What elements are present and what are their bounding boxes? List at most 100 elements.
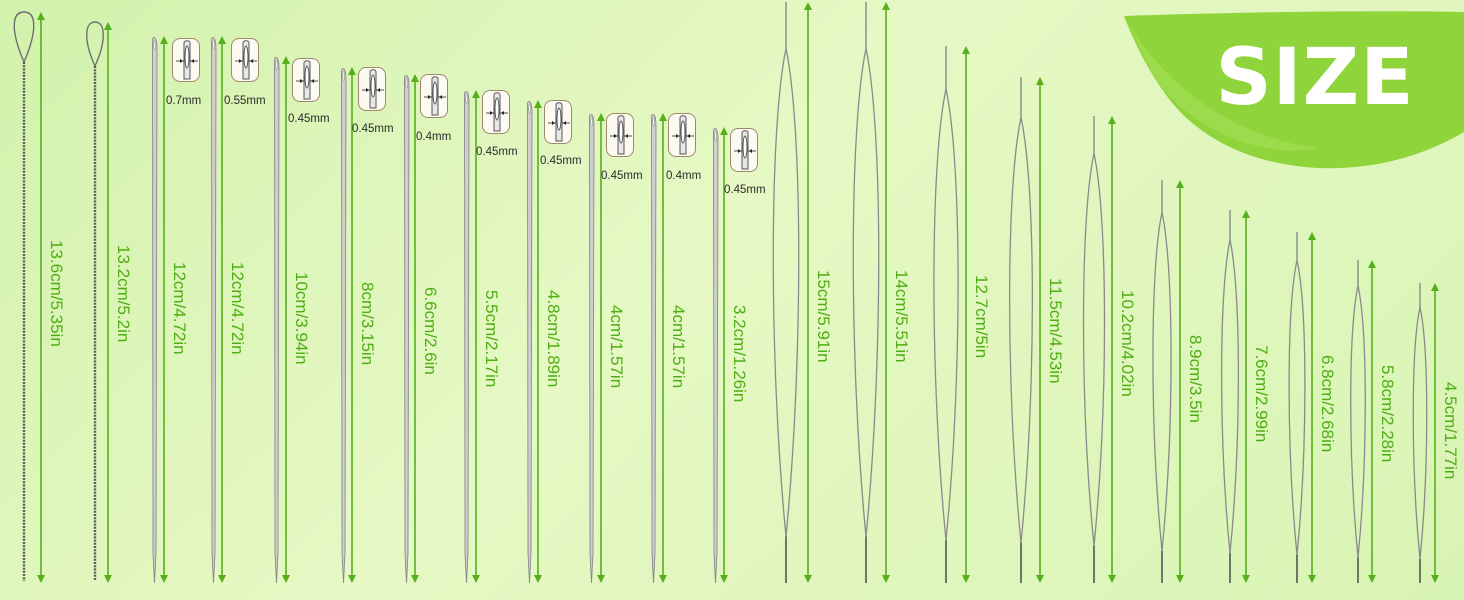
length-label: 8cm/3.15in — [358, 282, 377, 366]
wire-right — [1020, 117, 1034, 543]
length-arrow — [597, 113, 605, 583]
length-label: 4cm/1.57in — [669, 305, 688, 389]
wire-right — [1161, 212, 1172, 551]
sewing-needle — [588, 114, 595, 584]
sewing-needle — [650, 114, 657, 584]
length-label: 10cm/3.94in — [292, 272, 311, 365]
wire-right — [1229, 239, 1240, 554]
eye-detail-box — [544, 100, 572, 144]
eye-detail-box — [606, 113, 634, 157]
needle-shaft — [463, 91, 470, 584]
length-label: 4.8cm/1.89in — [544, 290, 563, 388]
eye-size-label: 0.45mm — [476, 146, 518, 158]
needle-eye — [590, 117, 594, 127]
length-label: 12cm/4.72in — [228, 262, 247, 355]
needle-shaft — [151, 37, 158, 584]
wire-left — [1412, 306, 1421, 560]
length-label: 10.2cm/4.02in — [1118, 290, 1137, 397]
needle-eye — [275, 60, 279, 70]
length-arrow — [882, 2, 890, 583]
wire-right — [1419, 306, 1428, 560]
length-label: 15cm/5.91in — [814, 270, 833, 363]
sewing-needle — [340, 68, 347, 584]
length-arrow — [282, 56, 290, 583]
split-wire-needle — [1008, 77, 1034, 583]
eye-size-label: 0.4mm — [416, 131, 452, 143]
length-label: 8.9cm/3.5in — [1186, 335, 1205, 423]
wire-left — [1350, 285, 1359, 558]
length-arrow — [1431, 283, 1439, 583]
wire-left — [852, 48, 867, 537]
needle-eye — [528, 104, 532, 114]
sewing-needle — [210, 37, 217, 584]
length-arrow — [804, 2, 812, 583]
needle-shaft — [210, 37, 217, 584]
eye-detail-box — [292, 58, 320, 102]
needle-shaft — [403, 75, 410, 584]
wire-left — [1008, 117, 1022, 543]
needle-shaft — [526, 101, 533, 584]
wire-right — [1357, 285, 1366, 558]
wire-left — [1082, 153, 1095, 546]
sewing-needle — [403, 75, 410, 584]
eye-detail-box — [358, 67, 386, 111]
sewing-needle — [712, 128, 719, 584]
wire-left — [933, 88, 947, 541]
needle-shaft — [588, 114, 595, 584]
split-wire-needle — [933, 46, 959, 583]
length-label: 4.5cm/1.77in — [1441, 382, 1460, 480]
eye-size-label: 0.45mm — [352, 123, 394, 135]
length-label: 14cm/5.51in — [892, 270, 911, 363]
sewing-needle — [151, 37, 158, 584]
length-label: 12cm/4.72in — [170, 262, 189, 355]
length-arrow — [1368, 260, 1376, 583]
length-label: 7.6cm/2.99in — [1252, 345, 1271, 443]
eye-detail-box — [668, 113, 696, 157]
sewing-needle — [526, 101, 533, 584]
needle-shaft — [650, 114, 657, 584]
wire-left — [1288, 259, 1298, 555]
length-arrow — [104, 22, 112, 583]
split-wire-needle — [1082, 116, 1106, 583]
length-label: 13.2cm/5.2in — [114, 245, 133, 343]
length-arrow — [37, 12, 45, 583]
length-arrow — [472, 90, 480, 583]
wire-left — [772, 48, 787, 537]
eye-detail-box — [420, 74, 448, 118]
wire-right — [945, 88, 959, 541]
length-label: 11.5cm/4.53in — [1046, 278, 1065, 384]
needle-shaft — [340, 68, 347, 584]
split-wire-needle — [1412, 283, 1428, 583]
size-title: SIZE — [1215, 33, 1415, 123]
needle-eye — [153, 40, 156, 50]
eye-detail-box — [172, 38, 200, 82]
length-arrow — [160, 36, 168, 583]
wire-right — [785, 48, 800, 537]
length-arrow — [720, 127, 728, 583]
length-label: 4cm/1.57in — [607, 305, 626, 389]
split-wire-needle — [1350, 260, 1366, 583]
length-arrow — [1036, 77, 1044, 583]
wire-left — [1152, 212, 1163, 551]
split-wire-needle — [1288, 232, 1306, 583]
eye-size-label: 0.55mm — [224, 95, 266, 107]
split-wire-needle — [852, 2, 880, 583]
eye-size-label: 0.45mm — [540, 155, 582, 167]
needle-shaft — [712, 128, 719, 584]
length-label: 13.6cm/5.35in — [47, 240, 66, 347]
size-banner-leaf — [1124, 11, 1464, 169]
length-arrow — [218, 36, 226, 583]
eye-size-label: 0.45mm — [724, 184, 766, 196]
needle-shaft — [273, 57, 280, 584]
length-arrow — [534, 100, 542, 583]
wire-right — [1296, 259, 1306, 555]
needle-eye — [465, 94, 469, 104]
needle-eye — [714, 131, 718, 141]
eye-detail-box — [231, 38, 259, 82]
wire-right — [865, 48, 880, 537]
wire-loop — [86, 21, 104, 67]
length-arrow — [1176, 180, 1184, 583]
length-arrow — [962, 46, 970, 583]
needle-eye — [652, 117, 656, 127]
